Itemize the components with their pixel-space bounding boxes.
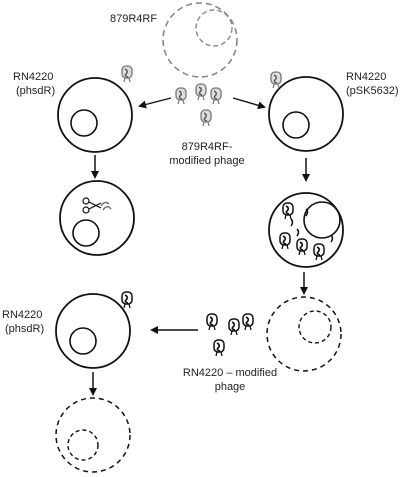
label-rn4220-right: RN4220 <box>346 71 386 83</box>
label-rn4220-phage-line1: RN4220 – modified <box>183 367 277 379</box>
cell-rn4220-restricting <box>59 180 135 256</box>
label-879r4rf: 879R4RF <box>110 13 157 25</box>
phage-progeny <box>279 202 334 261</box>
label-879r4rf-phage-line2: modified phage <box>169 155 244 167</box>
phage-icon <box>242 313 254 331</box>
arrow-icon <box>138 97 172 109</box>
phage-icon <box>270 71 282 89</box>
phage-icon <box>200 109 212 127</box>
phage-icon <box>210 87 222 105</box>
cell-rn4220-left-1 <box>57 77 133 153</box>
phage-icon <box>206 313 218 331</box>
label-phsdr-left-2: (phsdR) <box>5 323 44 335</box>
cell-879r4rf <box>162 2 238 78</box>
phage-cluster-879r4rf-modified <box>175 83 222 127</box>
phage-icon <box>228 318 240 336</box>
label-psk5632: (pSK5632) <box>346 85 399 97</box>
label-rn4220-left-2: RN4220 <box>2 309 42 321</box>
phage-cluster-rn4220-modified <box>206 313 254 357</box>
restriction-scissors-icon <box>82 197 102 214</box>
cell-rn4220-right <box>268 76 344 152</box>
cell-rn4220-left-2 <box>55 293 131 369</box>
arrow-icon <box>232 97 266 110</box>
phage-icon <box>121 65 133 83</box>
cut-dna-fragment <box>100 201 112 211</box>
label-rn4220-phage-line2: phage <box>215 381 246 393</box>
phage-icon <box>195 83 207 101</box>
label-879r4rf-phage-line1: 879R4RF- <box>182 141 233 153</box>
label-rn4220-left-1: RN4220 <box>13 71 53 83</box>
cell-lysed-right <box>266 296 342 372</box>
phage-icon <box>175 87 187 105</box>
phage-icon <box>121 291 133 309</box>
cell-rn4220-infected <box>268 192 344 268</box>
phage-icon <box>213 339 225 357</box>
cell-lysed-left <box>55 397 131 473</box>
label-phsdr-left-1: (phsdR) <box>16 85 55 97</box>
